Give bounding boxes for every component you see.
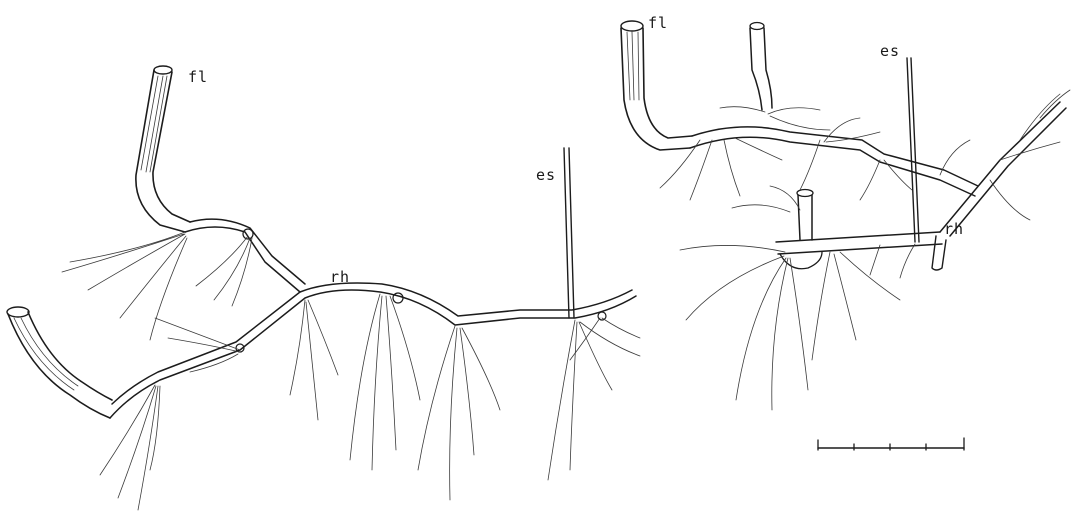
left-rh-label: rh xyxy=(330,270,350,285)
right-fl-label: fl xyxy=(648,16,668,31)
left-erect-stalk xyxy=(564,148,574,318)
left-es-label: es xyxy=(536,168,556,183)
right-erect-stalk xyxy=(907,58,919,242)
left-filament-upper xyxy=(136,66,190,232)
right-filament-middle xyxy=(750,23,772,111)
left-filament-lower xyxy=(7,307,112,418)
scale-bar xyxy=(818,438,964,450)
right-rhizome-lower xyxy=(776,232,946,270)
right-filament-left xyxy=(621,21,692,150)
left-fl-label: fl xyxy=(188,70,208,85)
right-es-label: es xyxy=(880,44,900,59)
right-rhizome-upper xyxy=(690,102,1066,236)
right-root-hairs xyxy=(660,90,1070,410)
right-filament-lower xyxy=(797,190,813,241)
right-rh-label: rh xyxy=(944,222,964,237)
right-specimen xyxy=(621,21,1070,410)
left-specimen xyxy=(7,66,640,510)
left-root-hairs xyxy=(62,232,640,510)
